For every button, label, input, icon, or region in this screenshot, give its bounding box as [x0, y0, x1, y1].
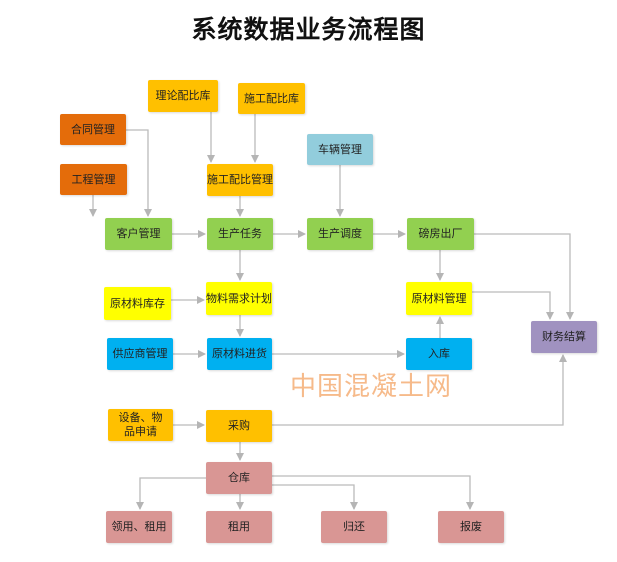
- arrow-warehouse-to-requisition: [136, 477, 206, 510]
- arrow-warehouse-to-scrap: [272, 475, 474, 510]
- node-warehouse[interactable]: 仓库: [206, 462, 272, 494]
- arrow-raw-mgmt-to-finance: [472, 291, 554, 320]
- node-raw-material-management[interactable]: 原材料管理: [406, 282, 472, 315]
- diagram-title: 系统数据业务流程图: [191, 15, 426, 44]
- node-vehicle-management[interactable]: 车辆管理: [307, 134, 373, 165]
- node-production-dispatch[interactable]: 生产调度: [307, 218, 373, 250]
- node-customer-management[interactable]: 客户管理: [105, 218, 172, 250]
- node-finance-settlement[interactable]: 财务结算: [531, 321, 597, 353]
- node-raw-material-purchase[interactable]: 原材料进货: [207, 338, 272, 370]
- arrow-warehouse-to-return: [272, 484, 358, 510]
- node-return[interactable]: 归还: [321, 511, 387, 543]
- node-warehousing[interactable]: 入库: [406, 338, 472, 370]
- node-production-task[interactable]: 生产任务: [207, 218, 273, 250]
- node-raw-material-stock[interactable]: 原材料库存: [104, 287, 171, 320]
- node-scrap[interactable]: 报废: [438, 511, 504, 543]
- node-weighbridge-exit[interactable]: 磅房出厂: [407, 218, 474, 250]
- node-rent[interactable]: 租用: [206, 511, 272, 543]
- arrow-contract-to-customer: [126, 129, 152, 217]
- arrow-weighbridge-to-finance: [474, 233, 574, 320]
- arrow-procurement-to-finance: [272, 354, 567, 426]
- node-theory-ratio-library[interactable]: 理论配比库: [148, 80, 218, 112]
- node-construction-ratio-library[interactable]: 施工配比库: [238, 83, 305, 114]
- node-contract-management[interactable]: 合同管理: [60, 114, 126, 145]
- node-equipment-request[interactable]: 设备、物品申请: [108, 409, 173, 441]
- node-supplier-management[interactable]: 供应商管理: [107, 338, 173, 370]
- node-project-management[interactable]: 工程管理: [60, 164, 127, 195]
- node-procurement[interactable]: 采购: [206, 410, 272, 442]
- node-requisition-rent[interactable]: 领用、租用: [106, 511, 172, 543]
- node-construction-ratio-management[interactable]: 施工配比管理: [207, 164, 273, 196]
- node-material-demand-plan[interactable]: 物料需求计划: [206, 282, 272, 315]
